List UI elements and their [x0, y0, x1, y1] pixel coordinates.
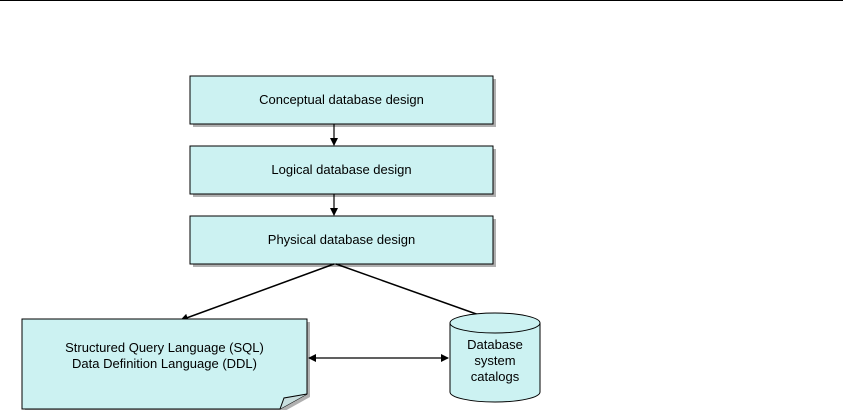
catalog-label: Database system catalogs [450, 334, 540, 388]
arrow-physical-to-document [181, 264, 334, 320]
logical-design-label: Logical database design [190, 146, 493, 194]
document-label-line2: Data Definition Language (DDL) [72, 356, 257, 372]
document-label: Structured Query Language (SQL) Data Def… [22, 336, 307, 376]
arrow-physical-to-catalog [336, 264, 496, 321]
physical-design-label: Physical database design [190, 216, 493, 264]
document-label-line1: Structured Query Language (SQL) [65, 340, 264, 356]
catalog-label-line3: catalogs [471, 369, 519, 385]
catalog-label-line2: system [474, 353, 515, 369]
conceptual-design-label: Conceptual database design [190, 76, 493, 124]
catalog-label-line1: Database [467, 337, 523, 353]
